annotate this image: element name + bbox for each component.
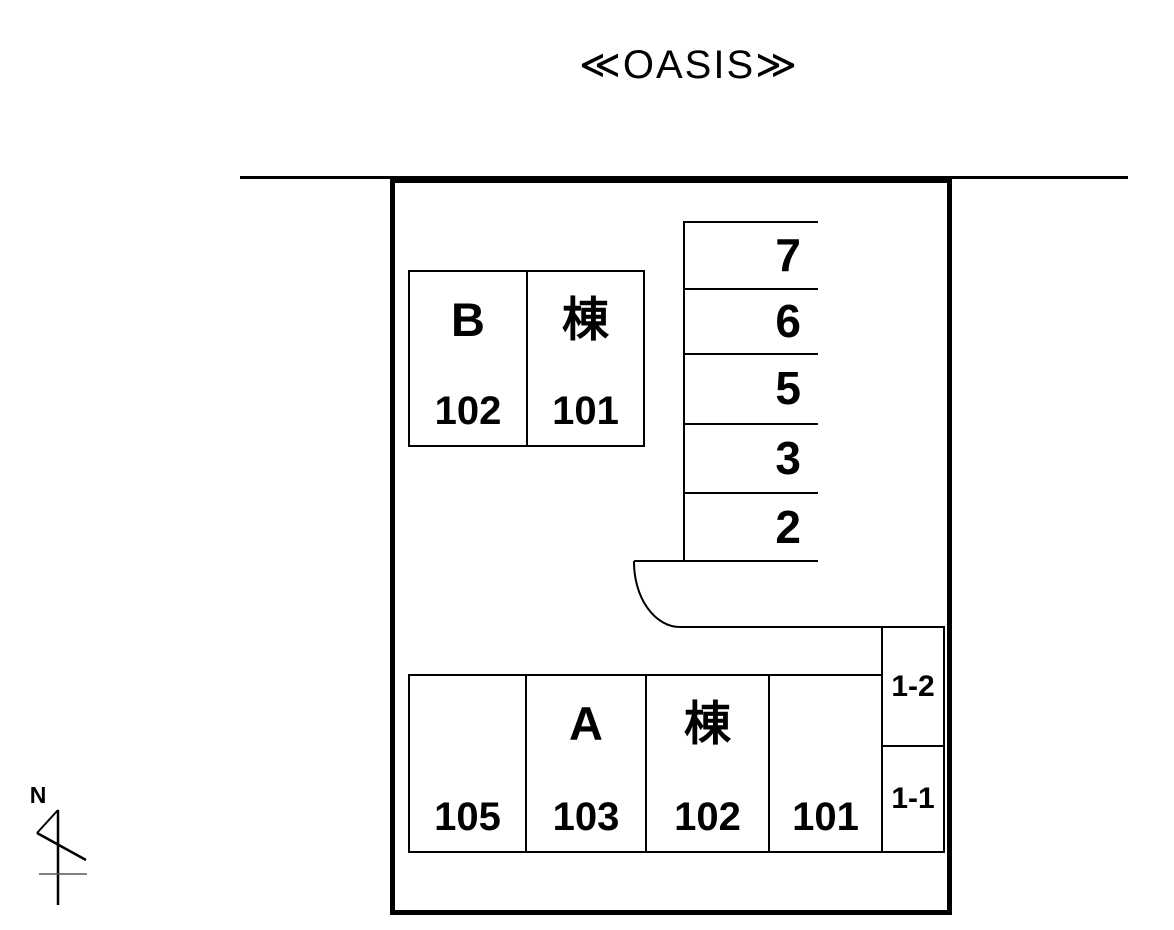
- building-a: 105 A 103 棟 102 101: [408, 674, 883, 853]
- unit-number: 102: [674, 795, 741, 839]
- compass-flag-edge: [36, 809, 59, 834]
- unit-number: 103: [552, 795, 620, 839]
- building-a-unit-101: 101: [770, 676, 881, 851]
- parking-column: 7 6 5 3 2: [683, 221, 818, 562]
- parking-stall-5: 5: [685, 353, 818, 423]
- unit-number: 101: [792, 795, 859, 839]
- parking-stall-6: 6: [685, 288, 818, 353]
- parking-stall-1-2: 1-2: [883, 628, 943, 747]
- compass-diagonal: [36, 831, 87, 862]
- north-arrow-icon: [36, 809, 87, 905]
- building-a-name-char-1: A: [569, 697, 603, 750]
- building-b-unit-102: B 102: [410, 272, 528, 445]
- building-b-name-char-2: 棟: [562, 293, 609, 346]
- building-b: B 102 棟 101: [408, 270, 645, 447]
- parking-stall-3: 3: [685, 423, 818, 492]
- parking-stall-7: 7: [685, 221, 818, 288]
- building-b-name-char-1: B: [451, 293, 485, 346]
- compass-north-label: N: [29, 782, 47, 808]
- unit-number: 105: [434, 795, 501, 839]
- building-b-unit-101: 棟 101: [528, 272, 643, 445]
- parking-stall-1-1: 1-1: [891, 782, 935, 815]
- building-a-name-char-2: 棟: [684, 697, 731, 750]
- side-parking-stalls: 1-2 1-1: [881, 626, 945, 853]
- unit-number: 101: [552, 389, 619, 433]
- building-a-unit-103: A 103: [527, 676, 647, 851]
- unit-number: 102: [434, 389, 502, 433]
- parking-stall-2: 2: [685, 492, 818, 562]
- road-boundary-line: [240, 176, 1128, 179]
- building-a-unit-105: 105: [410, 676, 527, 851]
- building-a-unit-102: 棟 102: [647, 676, 770, 851]
- page-title: ≪OASIS≫: [578, 43, 800, 87]
